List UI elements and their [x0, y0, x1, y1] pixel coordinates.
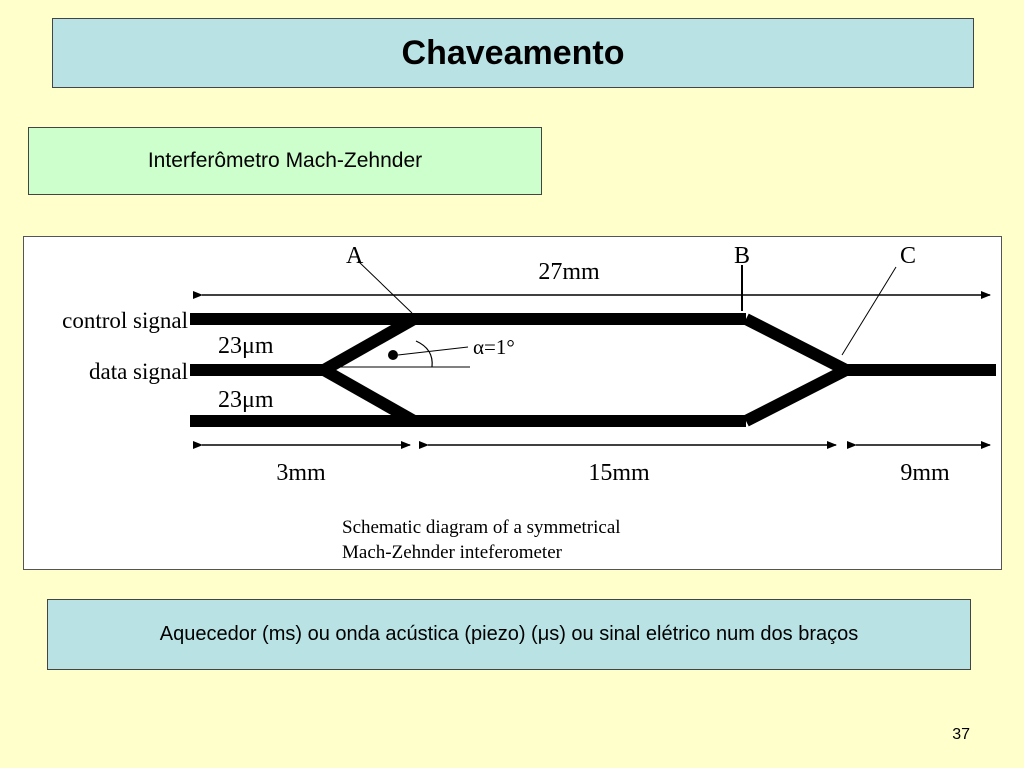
- slide-title: Chaveamento: [52, 18, 974, 88]
- diagram-canvas: A B C 27mm control signal data signal 23…: [62, 243, 996, 563]
- lower-arm-coupler-c: [743, 364, 849, 427]
- label-last-length: 9mm: [900, 460, 950, 486]
- angle-leader-line: [397, 346, 469, 356]
- waveguides: [190, 313, 996, 427]
- lower-arm-coupler-a: [321, 364, 417, 427]
- leader-line-c: [841, 266, 897, 356]
- caption-line-2: Mach-Zehnder inteferometer: [342, 542, 563, 563]
- label-data-signal: data signal: [89, 359, 188, 384]
- label-upper-width: 23μm: [218, 333, 274, 359]
- upper-arm-coupler-a: [321, 313, 417, 376]
- label-angle: α=1°: [473, 335, 515, 359]
- diagram-labels: A B C 27mm control signal data signal 23…: [62, 243, 950, 563]
- label-middle-length: 15mm: [588, 460, 650, 486]
- angle-vertex-dot: [388, 350, 398, 360]
- page-number: 37: [952, 726, 970, 743]
- label-first-length: 3mm: [276, 460, 326, 486]
- label-total-length: 27mm: [538, 259, 600, 285]
- leader-line-a: [357, 260, 413, 314]
- angle-construction: [324, 340, 470, 368]
- mach-zehnder-diagram: A B C 27mm control signal data signal 23…: [23, 236, 1002, 570]
- label-lower-width: 23μm: [218, 387, 274, 413]
- dimension-arrows: [193, 291, 991, 449]
- caption-line-1: Schematic diagram of a symmetrical: [342, 517, 621, 538]
- label-point-a: A: [346, 243, 364, 269]
- angle-arc: [415, 340, 433, 368]
- label-point-b: B: [734, 243, 750, 269]
- slide-subtitle: Interferômetro Mach-Zehnder: [28, 127, 542, 195]
- label-point-c: C: [900, 243, 916, 269]
- point-markers: [357, 260, 897, 356]
- upper-arm-coupler-c: [743, 313, 849, 376]
- footer-note: Aquecedor (ms) ou onda acústica (piezo) …: [47, 599, 971, 670]
- label-control-signal: control signal: [62, 308, 188, 333]
